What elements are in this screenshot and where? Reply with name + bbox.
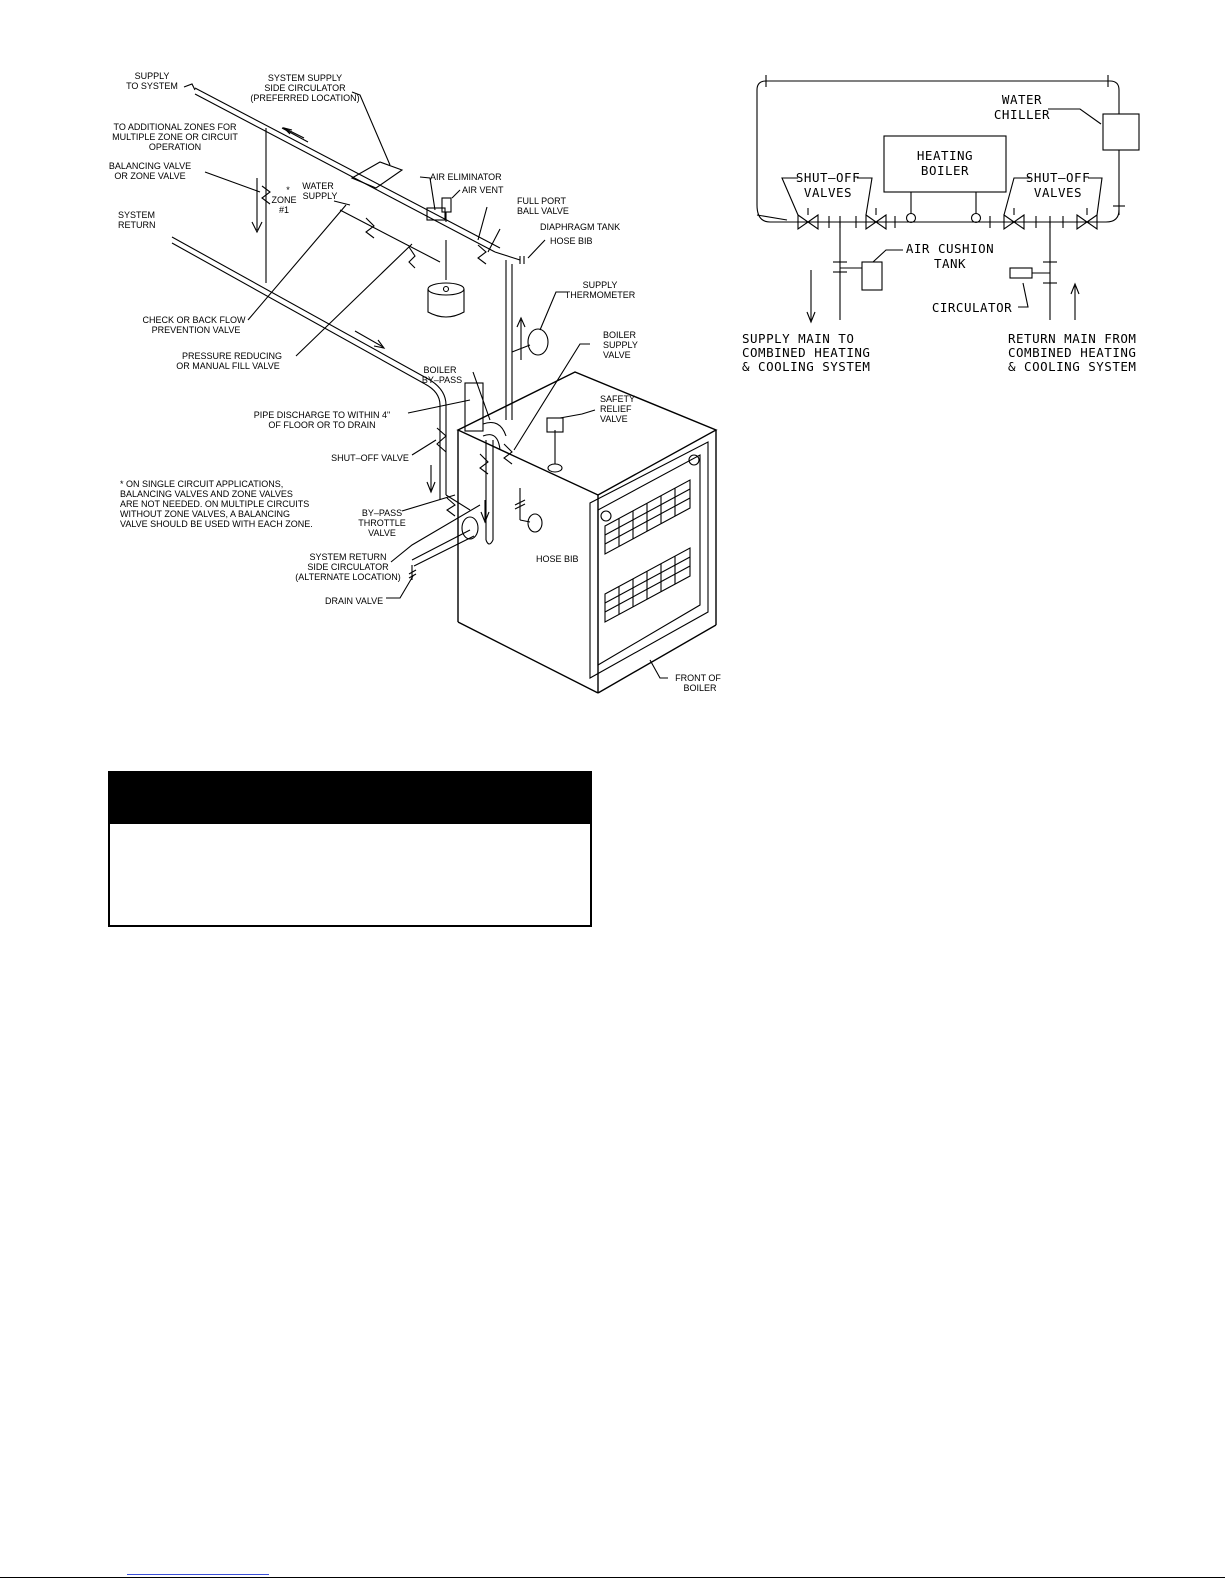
relief-valve	[546, 417, 564, 473]
label-air-eliminator: AIR ELIMINATOR	[430, 172, 502, 182]
label-hose-bib-bottom: HOSE BIB	[536, 554, 579, 564]
shut-off-valve-icons	[797, 208, 1098, 231]
supply-circulator	[282, 126, 404, 189]
return-pipe	[171, 236, 447, 432]
bypass-piping	[464, 382, 513, 545]
footer-rule	[0, 1577, 1225, 1578]
return-flow-arrow	[354, 330, 386, 349]
supply-pipe	[194, 87, 501, 253]
heating-boiler-box	[883, 135, 1007, 224]
schematic-leaders	[781, 108, 1103, 308]
label-drain-valve: DRAIN VALVE	[325, 596, 383, 606]
label-air-vent: AIR VENT	[462, 185, 504, 195]
loop-piping	[756, 75, 1125, 223]
label-shut-off-valve: SHUT–OFF VALVE	[331, 453, 409, 463]
warning-box	[108, 771, 592, 927]
supply-riser	[505, 260, 526, 420]
boiler-hose-bib	[514, 488, 543, 533]
return-main-pipe	[1009, 222, 1080, 320]
label-diaphragm-tank: DIAPHRAGM TANK	[540, 222, 620, 232]
lower-louvers	[604, 547, 691, 623]
supply-flow-arrow	[281, 127, 309, 143]
zone-branch	[251, 128, 271, 283]
footnote: * ON SINGLE CIRCUIT APPLICATIONS,BALANCI…	[120, 479, 313, 529]
boiler-cabinet	[456, 371, 718, 694]
return-into-boiler	[408, 427, 479, 580]
label-pipe-discharge: PIPE DISCHARGE TO WITHIN 4"OF FLOOR OR T…	[254, 410, 390, 430]
diaphragm-tank	[427, 240, 465, 318]
air-eliminator	[426, 197, 452, 222]
footer-link-underline[interactable]	[127, 1574, 269, 1575]
label-circulator: CIRCULATOR	[932, 300, 1012, 315]
warning-header	[110, 773, 590, 824]
leader-lines	[183, 83, 668, 679]
upper-louvers	[604, 479, 691, 555]
supply-main-pipe	[806, 222, 883, 324]
label-hose-bib-top: HOSE BIB	[550, 236, 593, 246]
water-supply-pipe	[339, 209, 441, 269]
label-zone: *ZONE#1	[271, 185, 296, 215]
water-chiller	[1102, 113, 1140, 151]
thermometer	[511, 328, 549, 356]
ball-valve	[477, 244, 525, 265]
